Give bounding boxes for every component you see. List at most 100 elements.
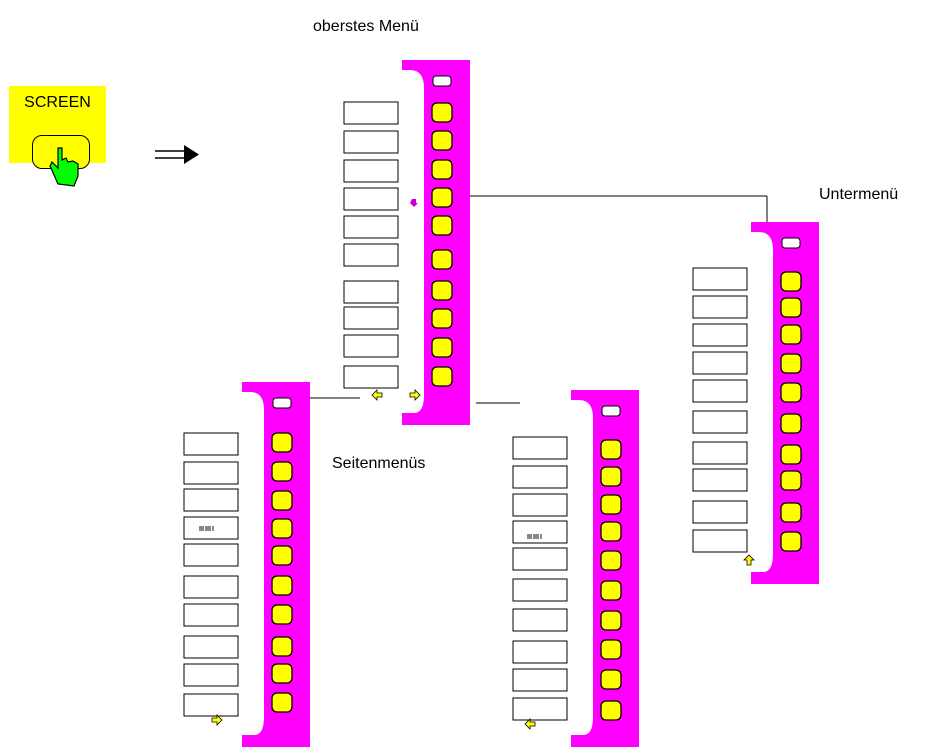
softkey-button[interactable] [600,466,622,487]
softkey-label-box [183,461,239,485]
softkey-button[interactable] [271,461,293,482]
softkey-label-box [183,543,239,567]
softkey-label-box [512,436,568,460]
softkey-label-box [183,663,239,687]
softkey-button[interactable] [600,610,622,631]
pointing-hand-icon [49,147,79,187]
arrow-left-icon [371,389,383,401]
softkey-button[interactable] [431,249,453,270]
softkey-label-box [692,441,748,465]
softkey-label-box [183,603,239,627]
softkey-label-box [692,529,748,553]
bar-mark-icon [533,534,538,539]
softkey-button[interactable] [271,692,293,713]
softkey-label-box [512,493,568,517]
softkey-button[interactable] [600,669,622,690]
screen-key-label: SCREEN [24,94,91,111]
softkey-button[interactable] [780,531,802,552]
softkey-label-box [512,608,568,632]
softkey-label-box [512,547,568,571]
arrow-up-icon [743,554,755,566]
softkey-button[interactable] [431,130,453,151]
softkey-label-box [183,488,239,512]
softkey-button[interactable] [431,308,453,329]
softkey-button[interactable] [431,102,453,123]
softkey-label-box [343,243,399,267]
softkey-label-box [692,468,748,492]
softkey-button[interactable] [780,470,802,491]
softkey-label-box [343,159,399,183]
panel-indicator [272,397,292,409]
submenu-arrow-icon [410,199,418,207]
softkey-label-box [692,410,748,434]
softkey-label-box [343,306,399,330]
softkey-label-box [343,215,399,239]
softkey-button[interactable] [600,521,622,542]
bar-mark-icon [540,534,542,539]
softkey-label-box [512,520,568,544]
panel-indicator [432,75,452,87]
softkey-button[interactable] [780,297,802,318]
softkey-button[interactable] [780,353,802,374]
softkey-button[interactable] [271,575,293,596]
softkey-label-box [343,365,399,389]
softkey-button[interactable] [271,636,293,657]
sub-menu-panel [692,222,819,584]
sub-menu-label: Untermenü [819,186,899,203]
softkey-label-box [343,101,399,125]
softkey-button[interactable] [271,663,293,684]
softkey-button[interactable] [431,215,453,236]
softkey-label-box [343,280,399,304]
top-menu-panel [343,60,470,425]
softkey-label-box [692,351,748,375]
right-side-menu-panel [512,390,639,747]
softkey-button[interactable] [271,432,293,453]
softkey-button[interactable] [431,159,453,180]
bar-mark-icon [209,526,211,531]
bar-mark-icon [199,526,204,531]
softkey-button[interactable] [431,337,453,358]
softkey-label-box [512,578,568,602]
panel-bar [751,222,819,584]
softkey-label-box [692,379,748,403]
softkey-label-box [183,575,239,599]
double-arrow-right-icon [155,145,199,164]
softkey-button[interactable] [600,439,622,460]
softkey-label-box [512,668,568,692]
softkey-label-box [692,295,748,319]
arrow-right-icon [409,389,421,401]
softkey-label-box [183,432,239,456]
panel-indicator [601,405,621,417]
softkey-button[interactable] [271,604,293,625]
arrow-right-icon [211,714,223,726]
softkey-label-box [512,640,568,664]
softkey-label-box [343,130,399,154]
bar-mark-icon [205,526,210,531]
softkey-label-box [343,334,399,358]
softkey-button[interactable] [600,550,622,571]
softkey-button[interactable] [271,518,293,539]
softkey-button[interactable] [271,545,293,566]
softkey-button[interactable] [600,700,622,721]
softkey-button[interactable] [780,413,802,434]
softkey-button[interactable] [600,639,622,660]
softkey-label-box [183,693,239,717]
softkey-button[interactable] [431,280,453,301]
softkey-label-box [692,267,748,291]
softkey-label-box [343,187,399,211]
softkey-button[interactable] [780,324,802,345]
softkey-button[interactable] [431,366,453,387]
softkey-button[interactable] [780,382,802,403]
softkey-button[interactable] [431,187,453,208]
softkey-button[interactable] [271,490,293,511]
softkey-label-box [512,697,568,721]
softkey-button[interactable] [780,502,802,523]
bar-mark-icon [212,526,214,531]
softkey-button[interactable] [780,271,802,292]
softkey-button[interactable] [600,580,622,601]
softkey-button[interactable] [780,444,802,465]
side-menus-label: Seitenmenüs [332,455,426,472]
softkey-button[interactable] [600,494,622,515]
panel-indicator [781,237,801,249]
